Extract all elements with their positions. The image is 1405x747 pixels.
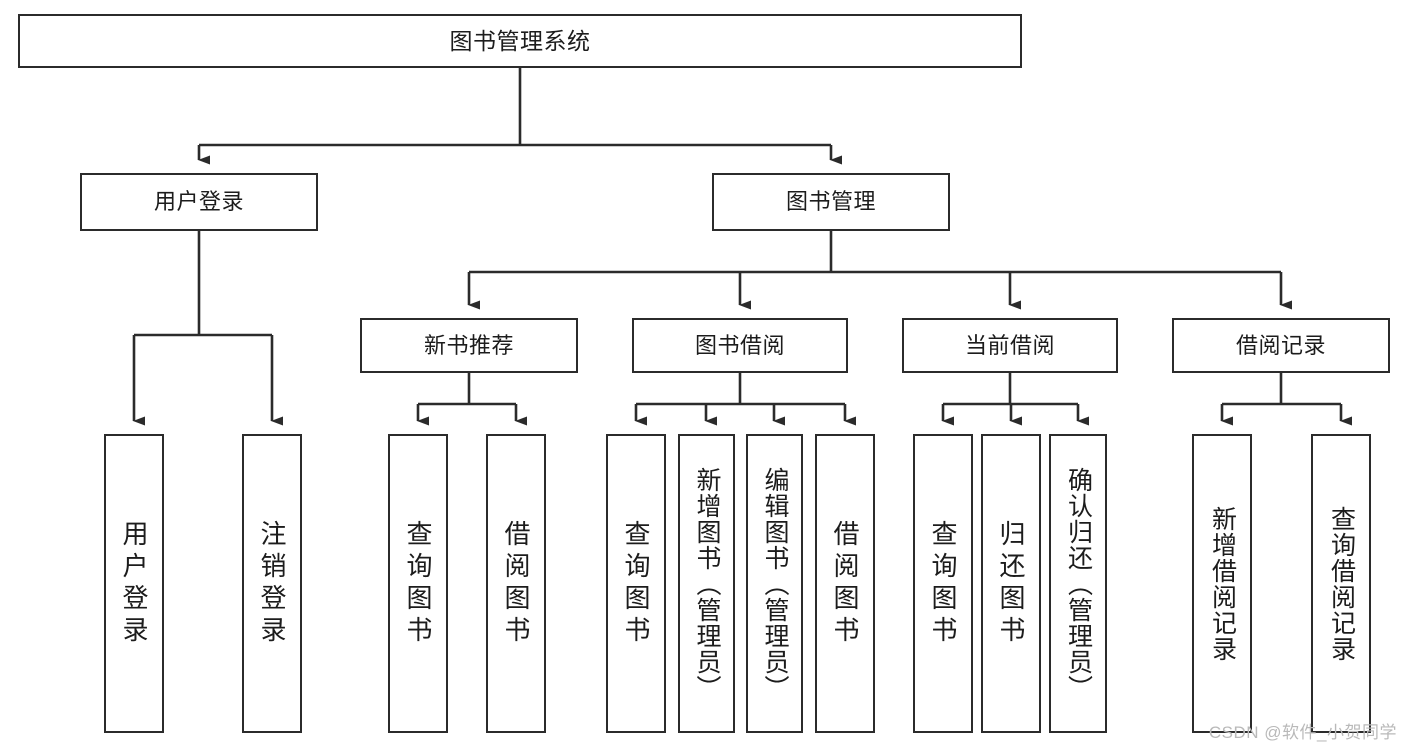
node-leaf-confirm-return-admin-label: 确认归还（管理员） (1064, 466, 1093, 701)
node-leaf-query-book-rec[interactable]: 查询图书 (388, 434, 448, 733)
connector-borrowrecord-to-leaves (1220, 373, 1352, 426)
node-leaf-logout-login-label: 注销登录 (257, 519, 287, 648)
node-leaf-edit-book-admin-label: 编辑图书（管理员） (761, 466, 789, 701)
node-root-label: 图书管理系统 (449, 27, 591, 54)
node-user-login[interactable]: 用户登录 (80, 173, 318, 231)
node-leaf-confirm-return-admin[interactable]: 确认归还（管理员） (1049, 434, 1107, 733)
node-leaf-add-borrow-record[interactable]: 新增借阅记录 (1192, 434, 1252, 733)
node-leaf-return-book[interactable]: 归还图书 (981, 434, 1041, 733)
node-leaf-query-book-cur-label: 查询图书 (928, 519, 958, 648)
node-leaf-user-login[interactable]: 用户登录 (104, 434, 164, 733)
node-leaf-add-borrow-record-label: 新增借阅记录 (1208, 505, 1237, 662)
connector-newbook-to-leaves (416, 373, 527, 426)
node-leaf-borrow-book-rec[interactable]: 借阅图书 (486, 434, 546, 733)
node-leaf-edit-book-admin[interactable]: 编辑图书（管理员） (746, 434, 803, 733)
node-borrow-record-label: 借阅记录 (1235, 332, 1326, 358)
node-leaf-return-book-label: 归还图书 (996, 519, 1026, 648)
node-leaf-borrow-book-label: 借阅图书 (830, 519, 860, 648)
node-new-book-recommend-label: 新书推荐 (423, 332, 514, 358)
connector-root-to-level2 (197, 68, 842, 165)
node-leaf-query-borrow-record[interactable]: 查询借阅记录 (1311, 434, 1371, 733)
node-current-borrow-label: 当前借阅 (964, 332, 1055, 358)
node-leaf-borrow-book-rec-label: 借阅图书 (501, 519, 531, 648)
node-leaf-query-book-rec-label: 查询图书 (403, 519, 433, 648)
node-leaf-query-book-borrow-label: 查询图书 (621, 519, 651, 648)
node-leaf-add-book-admin[interactable]: 新增图书（管理员） (678, 434, 735, 733)
node-new-book-recommend[interactable]: 新书推荐 (360, 318, 578, 373)
node-leaf-logout-login[interactable]: 注销登录 (242, 434, 302, 733)
connector-userlogin-to-leaves (132, 231, 283, 426)
node-user-login-label: 用户登录 (153, 189, 244, 214)
node-leaf-user-login-label: 用户登录 (119, 519, 149, 648)
node-book-manage[interactable]: 图书管理 (712, 173, 950, 231)
connector-bookborrow-to-leaves (634, 373, 856, 426)
node-book-manage-label: 图书管理 (785, 189, 876, 214)
node-leaf-query-book-cur[interactable]: 查询图书 (913, 434, 973, 733)
connector-bookmanage-to-level3 (467, 231, 1292, 310)
node-root[interactable]: 图书管理系统 (18, 14, 1022, 68)
node-book-borrow[interactable]: 图书借阅 (632, 318, 848, 373)
node-leaf-add-book-admin-label: 新增图书（管理员） (693, 466, 721, 701)
node-leaf-query-book-borrow[interactable]: 查询图书 (606, 434, 666, 733)
node-leaf-borrow-book[interactable]: 借阅图书 (815, 434, 875, 733)
node-book-borrow-label: 图书借阅 (694, 332, 785, 358)
connector-currentborrow-to-leaves (941, 373, 1089, 426)
node-current-borrow[interactable]: 当前借阅 (902, 318, 1118, 373)
node-leaf-query-borrow-record-label: 查询借阅记录 (1327, 505, 1356, 662)
node-borrow-record[interactable]: 借阅记录 (1172, 318, 1390, 373)
